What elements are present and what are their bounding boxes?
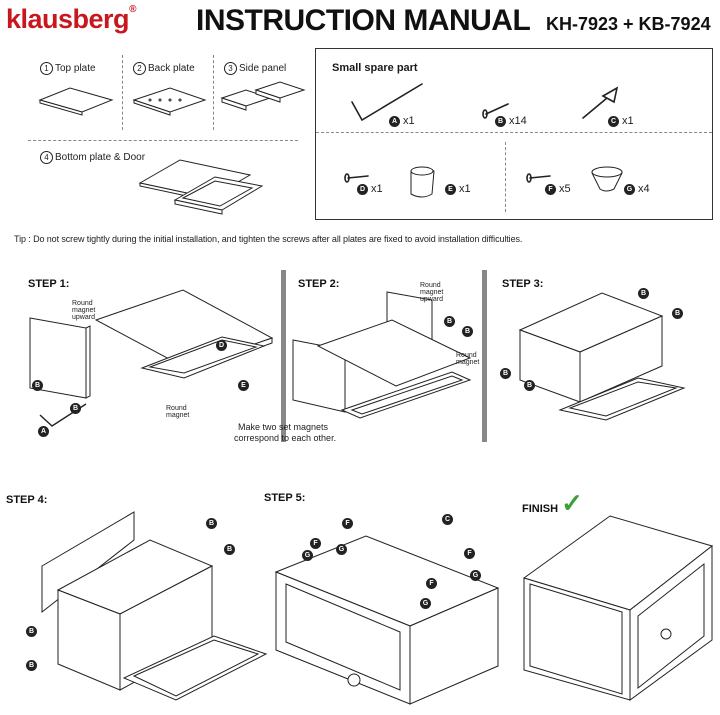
badge-b: B <box>32 380 43 391</box>
page-title: INSTRUCTION MANUAL <box>196 4 531 37</box>
note-two-sets-line-1: Make two set magnets <box>238 422 329 432</box>
badge-a: A <box>38 426 49 437</box>
note-magnet-2: Round magnet <box>456 352 480 366</box>
badge-b: B <box>444 316 455 327</box>
part-f-badge: F <box>545 184 556 195</box>
parts-illustrations <box>38 81 306 215</box>
steps-row-1-illustration <box>29 289 686 427</box>
part-c-badge: C <box>608 116 619 127</box>
part-g-badge: G <box>624 184 635 195</box>
badge-b: B <box>462 326 473 337</box>
badge-g: G <box>302 550 313 561</box>
note-magnet: Round magnet <box>166 405 190 419</box>
part-c-qty: x1 <box>622 115 634 127</box>
divider <box>122 55 123 130</box>
badge-b: B <box>638 288 649 299</box>
part-g-qty: x4 <box>638 183 650 195</box>
divider <box>316 132 712 133</box>
badge-b: B <box>500 368 511 379</box>
badge-b: B <box>26 626 37 637</box>
divider <box>505 142 506 212</box>
badge-f: F <box>426 578 437 589</box>
part-a-badge: A <box>389 116 400 127</box>
part-f-qty: x5 <box>559 183 571 195</box>
spare-parts-illustrations <box>344 83 623 198</box>
spare-parts-title: Small spare part <box>332 62 418 74</box>
part-e-qty: x1 <box>459 183 471 195</box>
step-divider <box>482 270 487 442</box>
checkmark-icon: ✓ <box>561 488 583 518</box>
badge-d: D <box>216 340 227 351</box>
brand-logo: klausberg® <box>6 4 136 34</box>
step-divider <box>281 270 286 442</box>
spare-parts-box <box>315 48 713 220</box>
part-b-qty: x14 <box>509 115 527 127</box>
badge-e: E <box>238 380 249 391</box>
part-b-badge: B <box>495 116 506 127</box>
note-magnet-up-2: Round magnet upward <box>420 282 444 303</box>
part-a-qty: x1 <box>403 115 415 127</box>
step-3-heading: STEP 3: <box>502 278 544 290</box>
badge-g: G <box>470 570 481 581</box>
step-2-heading: STEP 2: <box>298 278 340 290</box>
badge-c: C <box>442 514 453 525</box>
badge-f: F <box>342 518 353 529</box>
badge-g: G <box>336 544 347 555</box>
step-5-heading: STEP 5: <box>264 492 306 504</box>
step-4-heading: STEP 4: <box>6 494 48 506</box>
divider <box>28 140 298 141</box>
finish-heading: FINISH ✓ <box>522 488 583 518</box>
badge-b: B <box>70 403 81 414</box>
badge-b: B <box>672 308 683 319</box>
badge-f: F <box>464 548 475 559</box>
badge-g: G <box>420 598 431 609</box>
model-numbers: KH-7923 + KB-7924 <box>546 14 711 34</box>
badge-b: B <box>26 660 37 671</box>
installation-tip: Tip : Do not screw tightly during the in… <box>14 234 523 244</box>
divider <box>213 55 214 130</box>
badge-b: B <box>224 544 235 555</box>
step-1-heading: STEP 1: <box>28 278 70 290</box>
badge-f: F <box>310 538 321 549</box>
part-d-qty: x1 <box>371 183 383 195</box>
badge-b: B <box>206 518 217 529</box>
part-d-badge: D <box>357 184 368 195</box>
note-magnet-up: Round magnet upward <box>72 300 96 321</box>
badge-b: B <box>524 380 535 391</box>
part-e-badge: E <box>445 184 456 195</box>
note-two-sets-line-2: correspond to each other. <box>234 433 337 443</box>
allen-key-icon <box>351 83 423 122</box>
